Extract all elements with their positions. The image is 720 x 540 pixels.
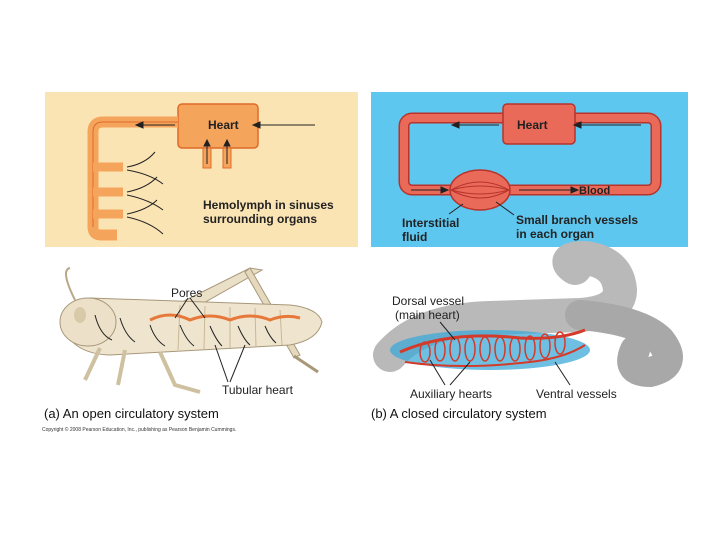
- capillary-3: [450, 189, 510, 195]
- ventral-vessels-label: Ventral vessels: [536, 387, 617, 401]
- open-flow-3a: [126, 199, 158, 215]
- closed-heart-chamber: [502, 103, 576, 145]
- open-system-diagram: Heart Hemolymph in sinuses surrounding o…: [45, 92, 358, 247]
- grasshopper-eye: [74, 307, 86, 323]
- open-arrowhead-pore-1: [203, 138, 211, 147]
- branch-vessels-label-line2: in each organ: [516, 227, 595, 241]
- grasshopper-antenna: [65, 267, 76, 301]
- closed-system-vessels: [398, 103, 662, 216]
- auxiliary-hearts-label: Auxiliary hearts: [410, 387, 493, 401]
- closed-arrowhead-out: [450, 121, 460, 129]
- grasshopper-segments: [177, 304, 283, 351]
- capillary-4: [450, 189, 510, 199]
- earthworm-auxiliary-hearts: [419, 331, 566, 363]
- grasshopper-head: [59, 297, 117, 347]
- tubular-heart-vessel: [149, 313, 301, 322]
- open-flow-2a: [126, 176, 158, 193]
- capillary-bed: [449, 169, 511, 211]
- closed-heart-label: Heart: [517, 118, 548, 132]
- earthworm-cross-section: [390, 330, 590, 370]
- grasshopper-legs: [83, 347, 201, 394]
- earthworm-tail: [565, 300, 683, 388]
- caption-open-system: (a) An open circulatory system: [44, 406, 219, 421]
- open-arrowhead-in: [251, 121, 261, 129]
- interstitial-label-line2: fluid: [402, 230, 428, 244]
- hemolymph-label-line2: surrounding organs: [203, 212, 317, 226]
- interstitial-pointer: [448, 203, 464, 215]
- pores-label: Pores: [171, 286, 203, 300]
- branch-vessels-label-line1: Small branch vessels: [516, 213, 639, 227]
- open-system-vessels: [87, 103, 315, 241]
- caption-closed-system: (b) A closed circulatory system: [371, 406, 547, 421]
- open-arrowhead-out: [134, 121, 144, 129]
- open-arrowhead-pore-2: [223, 138, 231, 147]
- open-heart-label: Heart: [208, 118, 239, 132]
- closed-arrowhead-in: [572, 121, 582, 129]
- open-vessel-outline: [92, 121, 178, 227]
- open-flow-1a: [126, 151, 156, 168]
- dorsal-vessel-label-line2: (main heart): [395, 308, 460, 322]
- grasshopper-hind-tibia: [244, 267, 301, 359]
- grasshopper-abdomen: [61, 297, 323, 356]
- interstitial-label-line1: Interstitial: [402, 216, 460, 230]
- closed-arrowhead-blood: [570, 186, 580, 194]
- closed-system-diagram: Heart Blood Interstitial fluid Small bra…: [371, 92, 688, 247]
- open-flow-1b: [126, 169, 164, 185]
- dorsal-vessel-label-line1: Dorsal vessel: [392, 294, 465, 308]
- earthworm-dorsal-vessel: [399, 328, 586, 354]
- copyright-notice: Copyright © 2008 Pearson Education, Inc.…: [42, 427, 237, 433]
- earthworm-pointers: [429, 321, 571, 386]
- grasshopper-hind-femur: [148, 267, 264, 323]
- hemolymph-label-line1: Hemolymph in sinuses: [203, 198, 334, 212]
- open-flow-2b: [126, 194, 164, 211]
- capillary-1: [450, 181, 510, 191]
- branch-pointer: [495, 201, 515, 216]
- blood-label: Blood: [579, 185, 611, 197]
- capillary-2: [450, 185, 510, 191]
- tubular-heart-label: Tubular heart: [222, 383, 293, 397]
- open-flow-3b: [126, 216, 164, 235]
- grasshopper-pointers: [174, 297, 246, 383]
- grasshopper-hind-foot: [293, 354, 319, 374]
- earthworm-ventral-vessel: [404, 344, 586, 367]
- grasshopper-flow-arrows: [94, 314, 277, 347]
- closed-arrowhead-to-bed: [440, 186, 450, 194]
